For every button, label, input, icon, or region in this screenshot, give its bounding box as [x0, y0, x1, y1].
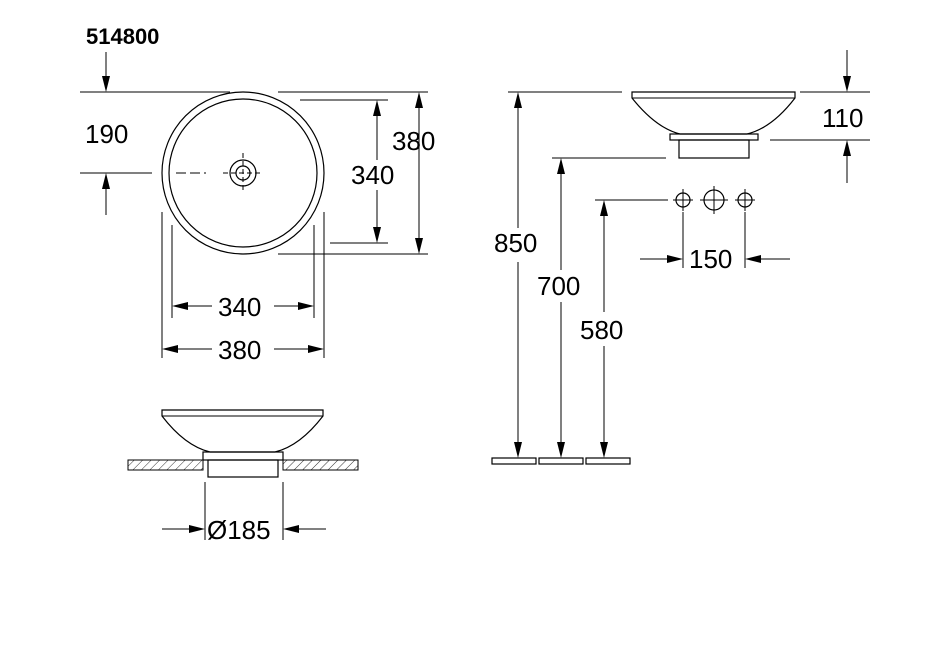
- counter-height-dimension: 700: [537, 157, 666, 465]
- tap-hole-left: [673, 189, 693, 211]
- rim-height-label: 850: [494, 228, 537, 258]
- inner-depth-dimension: 340: [300, 99, 394, 244]
- basin-foot: [202, 451, 284, 461]
- inner-width-label: 340: [218, 292, 261, 322]
- countertop-left: [127, 459, 204, 471]
- tap-spacing-label: 150: [689, 244, 732, 274]
- floor-block-1: [491, 457, 537, 465]
- floor-block-3: [585, 457, 631, 465]
- bowl-height-dimension: 110: [770, 50, 870, 183]
- product-code: 514800: [86, 24, 159, 49]
- rim-height-dimension: 850: [491, 91, 622, 465]
- front-view: Ø185: [127, 409, 359, 545]
- outer-width-dimension: 380: [161, 212, 325, 365]
- outer-depth-label: 380: [392, 126, 435, 156]
- basin-outer-rim: [161, 91, 325, 255]
- tap-spacing-dimension: 150: [640, 212, 790, 274]
- floor-block-2: [538, 457, 584, 465]
- tap-height-label: 580: [580, 315, 623, 345]
- basin-inner-rim: [168, 98, 318, 248]
- outlet-diameter-label: Ø185: [207, 515, 271, 545]
- outer-width-label: 380: [218, 335, 261, 365]
- top-view: 190 340 380 340: [80, 52, 435, 365]
- counter-height-label: 700: [537, 271, 580, 301]
- outer-depth-dimension: 380: [278, 91, 435, 255]
- offset-dimension: 190: [80, 52, 230, 215]
- countertop-right: [282, 459, 359, 471]
- tap-hole-center: [700, 186, 728, 214]
- drain-symbol: [223, 153, 263, 193]
- offset-label: 190: [85, 119, 128, 149]
- inner-depth-label: 340: [351, 160, 394, 190]
- bowl-height-label: 110: [822, 103, 863, 133]
- tap-hole-right: [735, 189, 755, 211]
- tap-height-dimension: 580: [580, 199, 668, 465]
- tap-holes: [673, 186, 755, 214]
- basin-side-foot: [669, 133, 759, 141]
- side-view: 110: [491, 50, 870, 465]
- outlet-diameter-dimension: Ø185: [162, 482, 326, 545]
- inner-width-dimension: 340: [171, 225, 315, 322]
